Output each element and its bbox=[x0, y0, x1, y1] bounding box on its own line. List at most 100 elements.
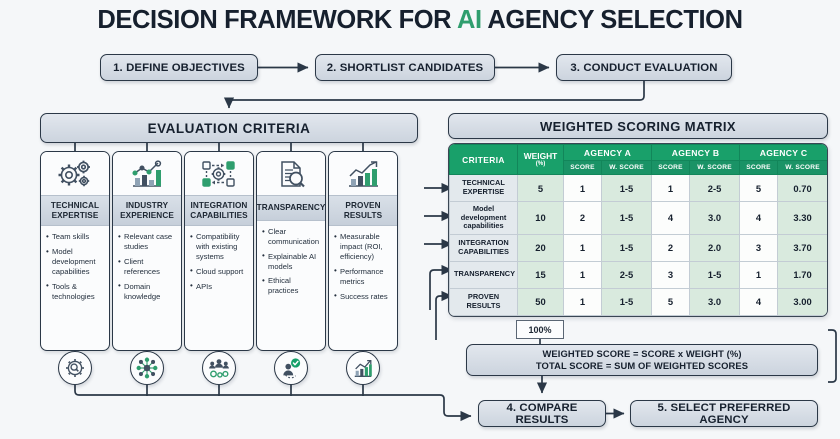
criteria-items: Team skills Model development capabiliti… bbox=[41, 226, 109, 310]
list-item: Measurable impact (ROI, efficiency) bbox=[334, 232, 393, 262]
cell-criteria: TRANSPARENCY bbox=[449, 260, 518, 289]
cell-weight: 10 bbox=[517, 201, 564, 235]
cell-c-score: 1 bbox=[739, 260, 779, 289]
title-accent: AI bbox=[456, 6, 482, 34]
cell-b-wscore: 2.0 bbox=[689, 233, 741, 262]
matrix-body: TECHNICAL EXPERTISE 5 1 1-5 1 2-5 5 0.70… bbox=[449, 174, 827, 316]
cell-a-wscore: 1-5 bbox=[600, 201, 653, 235]
cell-c-score: 3 bbox=[739, 233, 779, 262]
col-header-b-wscore: W. SCORE bbox=[689, 160, 741, 175]
criteria-column-industry-experience[interactable]: INDUSTRY EXPERIENCE Relevant case studie… bbox=[112, 151, 182, 351]
list-item: Client references bbox=[118, 257, 177, 277]
cell-c-score: 4 bbox=[739, 287, 779, 316]
page-title: DECISION FRAMEWORK FOR AI AGENCY SELECTI… bbox=[0, 6, 840, 35]
col-header-b-score: SCORE bbox=[651, 160, 691, 175]
step-define-objectives[interactable]: 1. DEFINE OBJECTIVES bbox=[100, 54, 258, 81]
list-item: Tools & technologies bbox=[46, 281, 105, 302]
criteria-items: Measurable impact (ROI, efficiency) Perf… bbox=[329, 226, 397, 310]
cell-a-score: 1 bbox=[563, 287, 602, 316]
cell-b-wscore: 1-5 bbox=[689, 260, 741, 289]
col-header-weight: WEIGHT (%) bbox=[517, 144, 564, 175]
weight-unit: (%) bbox=[535, 159, 546, 167]
matrix-table: CRITERIA WEIGHT (%) AGENCY A AGENCY B AG… bbox=[449, 144, 827, 316]
cell-criteria: Model development capabilities bbox=[449, 201, 518, 235]
total-weight-cell: 100% bbox=[516, 320, 564, 339]
col-header-agency-b: AGENCY B bbox=[651, 144, 741, 161]
list-item: Team skills bbox=[46, 232, 105, 242]
gear-search-icon[interactable] bbox=[58, 351, 92, 385]
step-compare-results[interactable]: 4. COMPARE RESULTS bbox=[478, 400, 606, 427]
cell-c-score: 4 bbox=[739, 201, 779, 235]
growth-chart-icon bbox=[329, 152, 397, 195]
list-item: Cloud support bbox=[190, 266, 249, 277]
cell-b-score: 2 bbox=[651, 233, 691, 262]
step-select-preferred-agency[interactable]: 5. SELECT PREFERRED AGENCY bbox=[630, 400, 818, 427]
team-gears-icon[interactable] bbox=[202, 351, 236, 385]
list-item: Domain knowledge bbox=[118, 281, 177, 302]
cell-criteria: TECHNICAL EXPERTISE bbox=[449, 174, 518, 202]
cell-weight: 15 bbox=[517, 260, 564, 289]
list-item: Model development capabilities bbox=[46, 247, 105, 277]
cell-a-score: 1 bbox=[563, 174, 602, 202]
criteria-items: Compatibility with existing systems Clou… bbox=[185, 226, 253, 300]
cell-c-wscore: 3.30 bbox=[777, 201, 827, 235]
title-part-before: DECISION FRAMEWORK FOR bbox=[97, 6, 457, 34]
cell-weight: 20 bbox=[517, 233, 564, 262]
col-header-a-wscore: W. SCORE bbox=[600, 160, 653, 175]
col-header-criteria: CRITERIA bbox=[449, 144, 518, 175]
criteria-title: PROVEN RESULTS bbox=[329, 195, 397, 227]
document-magnifier-icon bbox=[257, 152, 325, 195]
step-shortlist-candidates[interactable]: 2. SHORTLIST CANDIDATES bbox=[315, 54, 495, 81]
formula-line-1: WEIGHTED SCORE = SCORE x WEIGHT (%) bbox=[542, 347, 742, 359]
table-row[interactable]: Model development capabilities 10 2 1-5 … bbox=[449, 201, 827, 235]
table-row[interactable]: TRANSPARENCY 15 1 2-5 3 1-5 1 1.70 bbox=[449, 260, 827, 289]
criteria-title: TECHNICAL EXPERTISE bbox=[41, 195, 109, 227]
list-item: Ethical practices bbox=[262, 276, 321, 296]
growth-bars-icon[interactable] bbox=[346, 351, 380, 385]
cell-weight: 5 bbox=[517, 174, 564, 202]
step-conduct-evaluation[interactable]: 3. CONDUCT EVALUATION bbox=[556, 54, 732, 81]
cell-c-score: 5 bbox=[739, 174, 779, 202]
cell-a-wscore: 1-5 bbox=[600, 287, 653, 316]
person-check-icon[interactable] bbox=[274, 351, 308, 385]
cell-b-score: 3 bbox=[651, 260, 691, 289]
list-item: Clear communication bbox=[262, 227, 321, 247]
cell-criteria: PROVEN RESULTS bbox=[449, 287, 518, 316]
cell-c-wscore: 1.70 bbox=[777, 260, 827, 289]
network-nodes-icon[interactable] bbox=[130, 351, 164, 385]
list-item: Success rates bbox=[334, 291, 393, 302]
cell-b-wscore: 3.0 bbox=[689, 201, 741, 235]
col-header-c-score: SCORE bbox=[739, 160, 779, 175]
criteria-column-technical-expertise[interactable]: TECHNICAL EXPERTISE Team skills Model de… bbox=[40, 151, 110, 351]
cell-a-wscore: 2-5 bbox=[600, 260, 653, 289]
cell-a-score: 1 bbox=[563, 233, 602, 262]
col-header-a-score: SCORE bbox=[563, 160, 602, 175]
cell-b-score: 5 bbox=[651, 287, 691, 316]
title-part-after: AGENCY SELECTION bbox=[481, 6, 743, 34]
cell-c-wscore: 3.00 bbox=[777, 287, 827, 316]
cell-criteria: INTEGRATION CAPABILITIES bbox=[449, 233, 518, 262]
col-header-c-wscore: W. SCORE bbox=[777, 160, 827, 175]
list-item: Performance metrics bbox=[334, 266, 393, 287]
table-row[interactable]: TECHNICAL EXPERTISE 5 1 1-5 1 2-5 5 0.70 bbox=[449, 174, 827, 202]
table-row[interactable]: INTEGRATION CAPABILITIES 20 1 1-5 2 2.0 … bbox=[449, 233, 827, 262]
cell-b-score: 1 bbox=[651, 174, 691, 202]
list-item: APIs bbox=[190, 281, 249, 292]
weight-label: WEIGHT bbox=[523, 150, 558, 161]
weighted-scoring-matrix[interactable]: CRITERIA WEIGHT (%) AGENCY A AGENCY B AG… bbox=[448, 143, 828, 317]
criteria-column-proven-results[interactable]: PROVEN RESULTS Measurable impact (ROI, e… bbox=[328, 151, 398, 351]
list-item: Compatibility with existing systems bbox=[190, 232, 249, 262]
bar-chart-trend-icon bbox=[113, 152, 181, 195]
cell-a-wscore: 1-5 bbox=[600, 233, 653, 262]
formula-line-2: TOTAL SCORE = SUM OF WEIGHTED SCORES bbox=[535, 360, 749, 371]
cell-a-score: 1 bbox=[563, 260, 602, 289]
criteria-column-transparency[interactable]: TRANSPARENCY Clear communication Explain… bbox=[256, 151, 326, 351]
cell-b-wscore: 2-5 bbox=[689, 174, 741, 202]
cell-weight: 50 bbox=[517, 287, 564, 316]
col-header-agency-c: AGENCY C bbox=[739, 144, 827, 161]
cell-b-wscore: 3.0 bbox=[689, 287, 741, 316]
gears-icon bbox=[41, 152, 109, 195]
evaluation-criteria-columns: TECHNICAL EXPERTISE Team skills Model de… bbox=[40, 143, 418, 358]
criteria-column-integration-capabilities[interactable]: INTEGRATION CAPABILITIES Compatibility w… bbox=[184, 151, 254, 351]
table-row[interactable]: PROVEN RESULTS 50 1 1-5 5 3.0 4 3.00 bbox=[449, 287, 827, 316]
